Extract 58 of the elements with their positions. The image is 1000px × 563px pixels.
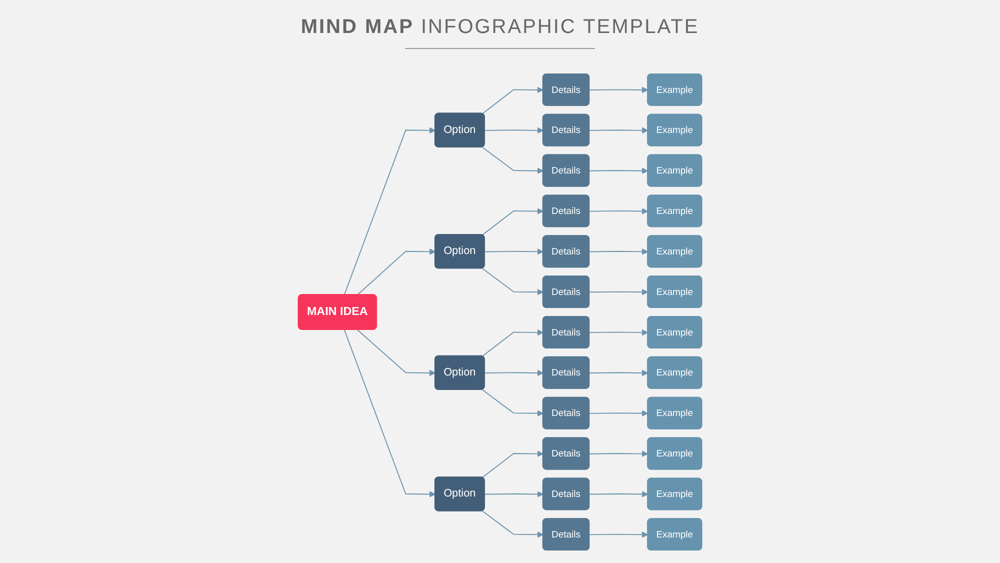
arrow <box>589 86 648 94</box>
detail-box: Details <box>542 114 590 146</box>
arrow <box>589 370 648 376</box>
example-box: Example <box>647 114 702 146</box>
arrow <box>344 127 436 296</box>
detail-box: Details <box>542 194 590 228</box>
option-box: Option <box>434 112 485 148</box>
arrow <box>589 531 648 538</box>
arrow <box>482 86 544 114</box>
option-box: Option <box>434 234 485 269</box>
detail-box: Details <box>542 518 590 551</box>
detail-box: Details <box>542 437 590 470</box>
arrow <box>484 491 544 498</box>
example-box: Example <box>647 194 702 228</box>
arrow <box>589 168 648 174</box>
detail-box: Details <box>542 478 590 510</box>
arrow <box>482 146 544 174</box>
arrow <box>589 329 648 336</box>
example-box: Example <box>647 437 702 470</box>
example-box: Example <box>647 396 702 430</box>
arrow <box>482 510 544 538</box>
detail-box: Details <box>542 73 590 106</box>
example-box: Example <box>647 316 702 348</box>
detail-box: Details <box>542 316 590 348</box>
example-box: Example <box>647 73 702 106</box>
arrow <box>589 410 648 417</box>
arrow <box>589 450 648 457</box>
arrow <box>356 329 436 376</box>
arrow <box>356 248 436 296</box>
arrow <box>484 127 544 134</box>
arrow <box>484 370 544 376</box>
arrow <box>589 127 648 134</box>
arrow <box>589 288 648 296</box>
central-box: MAIN IDEA <box>298 294 377 330</box>
example-box: Example <box>647 478 702 510</box>
arrow <box>589 491 648 498</box>
example-box: Example <box>647 235 702 268</box>
arrow <box>482 329 544 357</box>
arrow <box>482 450 544 478</box>
detail-box: Details <box>542 235 590 268</box>
detail-box: Details <box>542 154 590 187</box>
arrow <box>484 248 544 255</box>
arrow <box>589 208 648 214</box>
arrow <box>482 389 544 417</box>
arrow <box>589 248 648 255</box>
detail-box: Details <box>542 276 590 308</box>
arrow <box>344 329 436 498</box>
detail-box: Details <box>542 396 590 430</box>
diagram-title: MIND MAP INFOGRAPHIC TEMPLATE <box>300 16 700 39</box>
example-box: Example <box>647 518 702 551</box>
example-box: Example <box>647 154 702 187</box>
arrow <box>482 208 544 236</box>
option-box: Option <box>434 476 485 512</box>
example-box: Example <box>647 276 702 308</box>
arrow <box>482 268 544 296</box>
detail-box: Details <box>542 356 590 389</box>
example-box: Example <box>647 356 702 389</box>
option-box: Option <box>434 355 485 390</box>
